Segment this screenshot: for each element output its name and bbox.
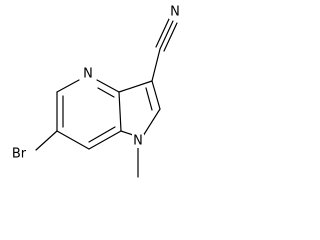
nitrile-n-label: N — [170, 5, 180, 20]
bond-c6-br — [35, 130, 58, 151]
bond-c6-c7 — [56, 130, 90, 150]
bond-n4-c5 — [56, 79, 80, 93]
bond-c3a-n4-inner — [97, 87, 115, 98]
bromine-label: Br — [12, 147, 27, 162]
bond-c3-c2-inner — [145, 87, 153, 111]
bond-c7a-c3a — [118, 91, 122, 132]
pyrrole-n-label: N — [133, 134, 143, 149]
bond-cn-triple-3 — [163, 22, 178, 52]
bond-c3-c2 — [151, 80, 161, 110]
bond-c2-n1 — [142, 108, 161, 137]
nitrile-n-bg — [169, 5, 181, 19]
bond-c7-c7a-inner — [88, 126, 116, 143]
bond-cn-triple-1 — [159, 20, 174, 50]
bromine-bg — [8, 147, 30, 161]
pyridine-n-bg — [82, 67, 94, 81]
bond-c3a-c3 — [118, 80, 153, 93]
bond-cn-triple-2 — [155, 18, 170, 48]
bond-n1-c7a — [120, 130, 134, 136]
pyrrole-n-bg — [132, 134, 144, 148]
bond-c7-c7a — [88, 130, 122, 150]
bond-c3-cn — [151, 48, 161, 82]
pyridine-n-label: N — [83, 67, 93, 82]
structure-diagram: N N N Br — [8, 5, 181, 178]
bond-c3a-n4 — [96, 79, 120, 93]
